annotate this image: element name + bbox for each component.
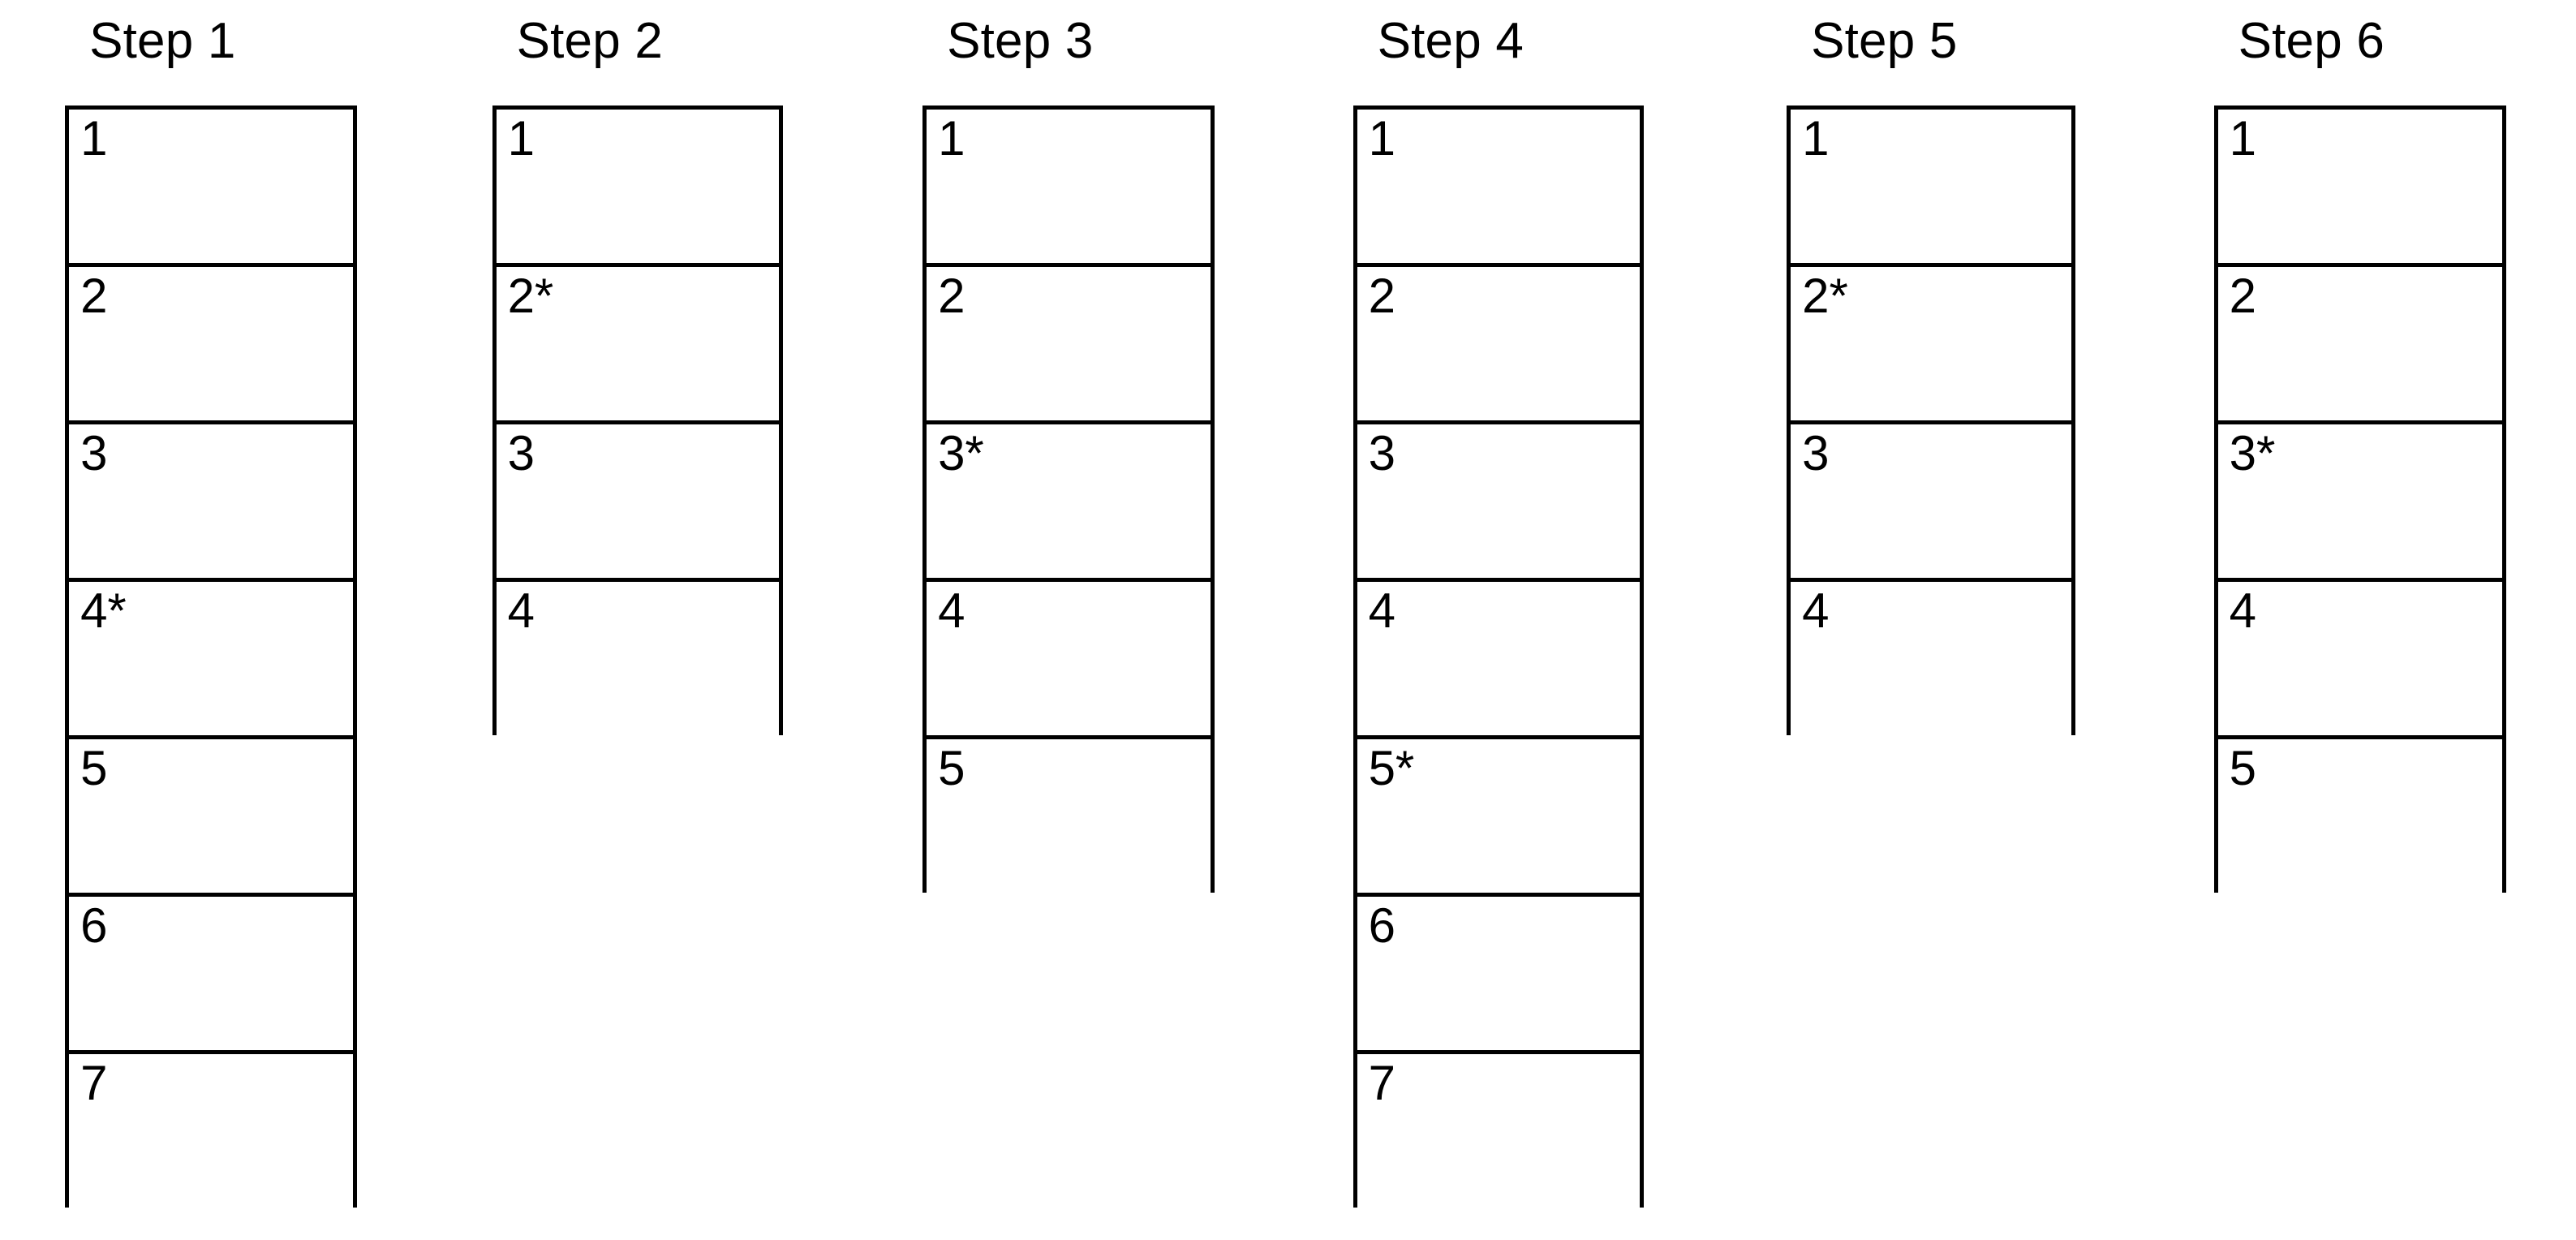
step-cell-value: 7 (80, 1056, 108, 1110)
step-cell-value: 4 (507, 583, 535, 638)
step-cell: 3 (69, 424, 354, 582)
step-cell: 5 (927, 739, 1211, 897)
step-cell-value: 4 (938, 583, 965, 638)
step-cell-value: 6 (1368, 898, 1396, 953)
step-stack: 1 2* 3 4 (1787, 105, 2076, 739)
step-stack: 1 2 3* 4 5 (2213, 105, 2506, 897)
step-cell-value: 5* (1368, 741, 1415, 795)
step-cell-value: 3 (80, 426, 108, 480)
step-cell: 3 (496, 424, 779, 582)
step-cell: 2* (1791, 267, 2072, 424)
step-cell: 2 (69, 267, 354, 424)
step-cell: 4 (1357, 582, 1640, 739)
step-cell-value: 1 (1368, 111, 1396, 166)
step-cell-value: 3 (1368, 426, 1396, 480)
step-cell: 4 (496, 582, 779, 739)
step-column-label: Step 3 (947, 13, 1094, 69)
step-cell: 5 (2217, 739, 2502, 897)
step-column-label: Step 4 (1377, 13, 1525, 69)
step-cell: 7 (1357, 1054, 1640, 1212)
step-cell-value: 1 (1802, 111, 1830, 166)
step-cell: 1 (927, 110, 1211, 267)
step-cell: 1 (1357, 110, 1640, 267)
step-cell: 1 (1791, 110, 2072, 267)
step-cell: 6 (1357, 897, 1640, 1054)
step-cell: 6 (69, 897, 354, 1054)
step-cell-value: 4 (1368, 583, 1396, 638)
step-column-label: Step 5 (1811, 13, 1958, 69)
step-stack: 1 2 3 4 5* 6 7 (1353, 105, 1644, 1212)
step-cell-value: 4 (2229, 583, 2256, 638)
step-cell: 5 (69, 739, 354, 897)
step-cell: 2* (496, 267, 779, 424)
step-stack: 1 2 3 4* 5 6 7 (65, 105, 358, 1212)
step-cell: 4 (1791, 582, 2072, 739)
step-cell-value: 2 (1368, 269, 1396, 323)
step-cell-value: 6 (80, 898, 108, 953)
step-cell: 2 (2217, 267, 2502, 424)
step-cell-value: 2* (1802, 269, 1848, 323)
step-cell-value: 3* (2229, 426, 2276, 480)
step-cell-value: 5 (2229, 741, 2256, 795)
step-cell-value: 2 (938, 269, 965, 323)
step-cell: 1 (2217, 110, 2502, 267)
step-cell-value: 5 (80, 741, 108, 795)
step-cell: 4 (2217, 582, 2502, 739)
step-stack: 1 2* 3 4 (492, 105, 783, 739)
step-cell: 3 (1791, 424, 2072, 582)
step-cell-value: 3 (1802, 426, 1830, 480)
step-cell-value: 4 (1802, 583, 1830, 638)
step-cell-value: 2 (2229, 269, 2256, 323)
step-cell-value: 1 (938, 111, 965, 166)
step-stack: 1 2 3* 4 5 (922, 105, 1215, 897)
step-cell: 3 (1357, 424, 1640, 582)
step-column-label: Step 1 (89, 13, 236, 69)
step-cell-value: 1 (80, 111, 108, 166)
step-cell-value: 3* (938, 426, 984, 480)
step-cell: 7 (69, 1054, 354, 1212)
step-cell: 1 (69, 110, 354, 267)
step-cell-value: 2* (507, 269, 554, 323)
step-column-label: Step 2 (516, 13, 664, 69)
step-cell: 1 (496, 110, 779, 267)
step-cell-value: 7 (1368, 1056, 1396, 1110)
step-cell: 3* (2217, 424, 2502, 582)
step-cell-value: 2 (80, 269, 108, 323)
step-cell: 4 (927, 582, 1211, 739)
step-cell: 5* (1357, 739, 1640, 897)
step-cell: 4* (69, 582, 354, 739)
step-cell: 2 (927, 267, 1211, 424)
step-cell-value: 4* (80, 583, 127, 638)
step-cell-value: 1 (2229, 111, 2256, 166)
step-cell: 2 (1357, 267, 1640, 424)
step-cell-value: 1 (507, 111, 535, 166)
step-cell: 3* (927, 424, 1211, 582)
step-cell-value: 3 (507, 426, 535, 480)
step-cell-value: 5 (938, 741, 965, 795)
step-column-label: Step 6 (2238, 13, 2385, 69)
